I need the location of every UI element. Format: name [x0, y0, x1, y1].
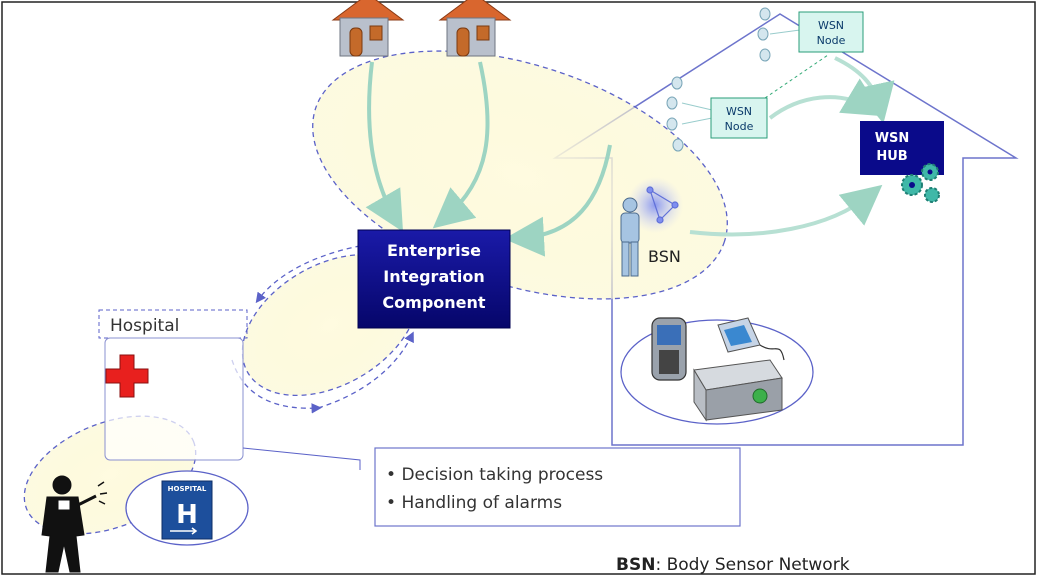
decision-box	[374, 447, 741, 527]
house2-to-eic-arrow	[432, 61, 490, 229]
wsn-hub-line2: HUB	[876, 149, 907, 164]
gears-icon	[901, 163, 940, 203]
sensor-beads-node2	[757, 7, 771, 62]
doctor-icon	[41, 475, 108, 573]
hospital-label: Hospital	[110, 316, 179, 336]
bsn-to-hub-arrow	[689, 184, 883, 237]
legend-text: : Body Sensor Network	[655, 555, 849, 575]
hospital-arrow-icon	[170, 527, 198, 535]
wsn-node-1	[710, 97, 768, 139]
hospital-sign	[161, 480, 213, 540]
wsn-node-2	[798, 11, 864, 53]
wsn-node-1-line2: Node	[725, 120, 754, 133]
wsn-node-1-line1: WSN	[726, 105, 752, 118]
sensor-links	[681, 29, 801, 125]
node2-to-hub-arrow	[834, 56, 895, 124]
legend-abbr: BSN	[616, 555, 655, 575]
red-cross-icon	[105, 354, 149, 398]
mobile-phone-icon	[651, 317, 687, 381]
house-icon-2	[438, 0, 512, 57]
eic-line1: Enterprise	[387, 241, 481, 260]
hospital-sign-letter: H	[176, 500, 198, 530]
bsn-label: BSN	[648, 247, 681, 266]
bsn-sensor-triangle	[646, 186, 679, 224]
set-top-box-icon	[693, 359, 783, 422]
node-link	[764, 54, 829, 99]
home-to-eic-arrow	[504, 144, 612, 257]
sensor-beads-node1	[666, 76, 684, 152]
wsn-hub-line1: WSN	[875, 131, 910, 146]
hospital-label-box	[98, 309, 248, 339]
eic-line3: Component	[382, 293, 485, 312]
eic-line2: Integration	[383, 267, 485, 286]
enterprise-integration-component	[357, 229, 511, 329]
hospital-connector	[242, 447, 361, 470]
decision-item-1: • Decision taking process	[386, 465, 603, 485]
person-icon	[620, 197, 640, 277]
monitor-device-icon	[717, 317, 785, 361]
house1-to-eic-arrow	[365, 61, 404, 232]
wsn-node-2-line1: WSN	[818, 19, 844, 32]
node1-to-hub-arrow	[768, 78, 884, 120]
return-arrow	[317, 331, 414, 409]
decision-item-2: • Handling of alarms	[386, 493, 562, 513]
wsn-node-2-line2: Node	[817, 34, 846, 47]
hospital-sign-top: HOSPITAL	[168, 485, 207, 493]
house-icon-1	[331, 0, 405, 57]
legend: BSN: Body Sensor Network	[616, 555, 850, 575]
